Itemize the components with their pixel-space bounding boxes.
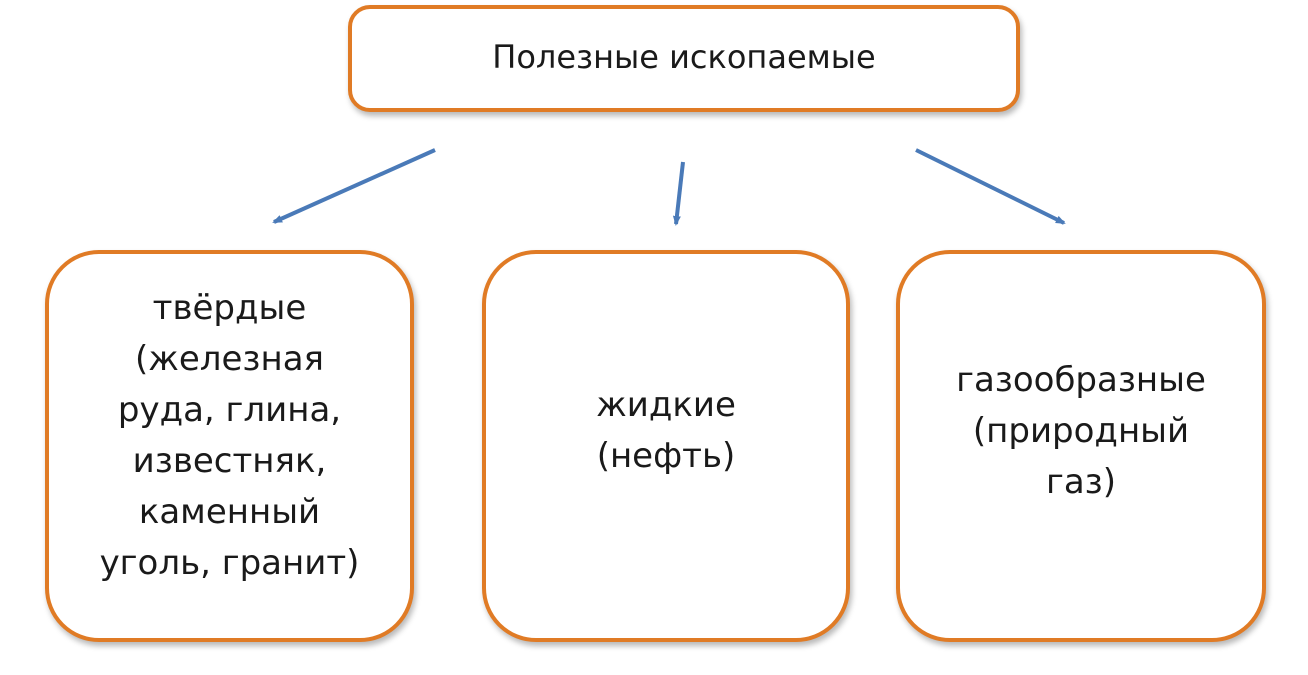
category-solid-label: твёрдые (железная руда, глина, известняк… <box>99 288 360 583</box>
arrow-to-gas <box>915 148 1066 225</box>
arrow-to-liquid <box>672 161 685 226</box>
arrow-to-solid <box>272 148 436 224</box>
category-liquid: жидкие (нефть) <box>482 250 850 642</box>
category-solid: твёрдые (железная руда, глина, известняк… <box>45 250 414 642</box>
category-liquid-label: жидкие (нефть) <box>596 385 736 476</box>
category-gas: газообразные (природный газ) <box>896 250 1266 642</box>
root-node: Полезные ископаемые <box>348 5 1020 112</box>
category-gas-label: газообразные (природный газ) <box>956 359 1206 502</box>
root-label: Полезные ископаемые <box>492 37 876 76</box>
